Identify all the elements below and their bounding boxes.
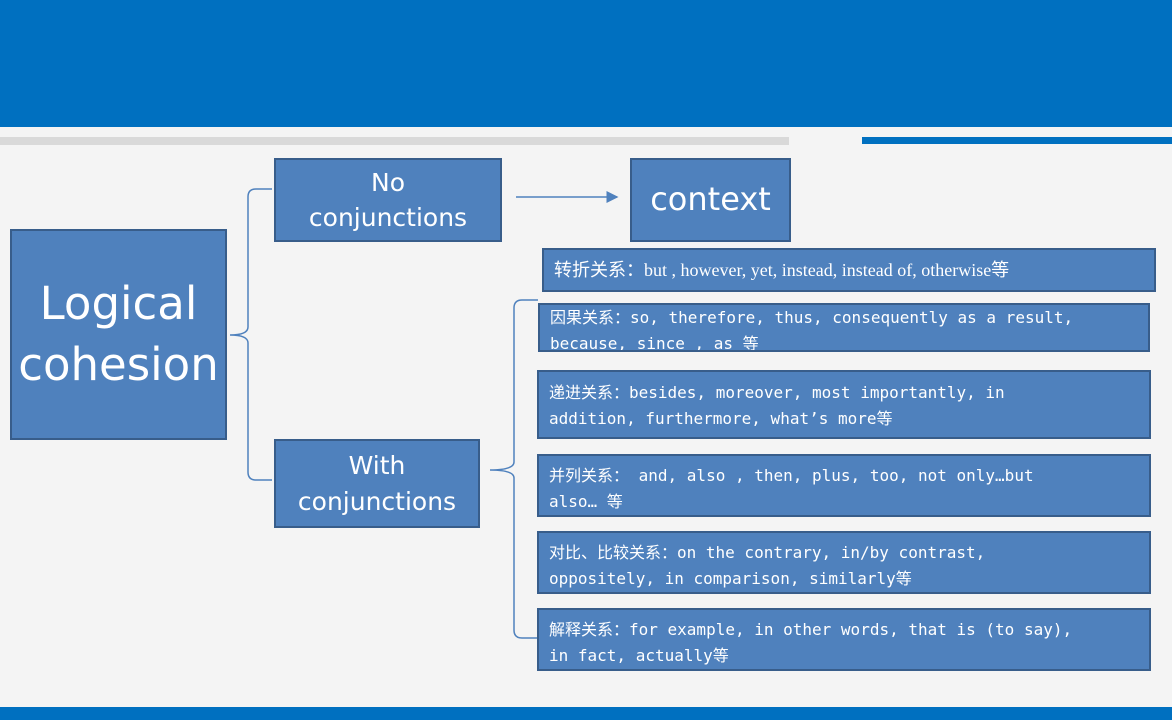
relation-box-progressive: 递进关系：besides, moreover, most importantly…: [537, 370, 1151, 439]
bottom-bar: [0, 707, 1172, 720]
relation-box-contrast: 对比、比较关系：on the contrary, in/by contrast,…: [537, 531, 1151, 594]
relation-text: 递进关系：besides, moreover, most importantly…: [549, 383, 1005, 428]
relation-box-coordinate: 并列关系： and, also , then, plus, too, not o…: [537, 454, 1151, 517]
context-box: context: [630, 158, 791, 242]
relation-text: 因果关系：so, therefore, thus, consequently a…: [550, 308, 1074, 352]
relation-text: 对比、比较关系：on the contrary, in/by contrast,…: [549, 543, 986, 588]
relation-box-adversative: 转折关系：but , however, yet, instead, instea…: [542, 248, 1156, 292]
relation-box-explanation: 解释关系：for example, in other words, that i…: [537, 608, 1151, 671]
with-conjunctions-label: With conjunctions: [297, 451, 457, 516]
top-banner: [0, 0, 1172, 127]
blue-divider: [862, 137, 1172, 144]
grey-divider: [0, 137, 789, 145]
relation-text: 解释关系：for example, in other words, that i…: [549, 620, 1073, 665]
context-label: context: [650, 180, 771, 219]
with-brace: [489, 299, 538, 639]
no-conjunctions-label: No conjunctions: [308, 167, 468, 233]
root-brace: [229, 188, 272, 481]
no-conjunctions-box: No conjunctions: [274, 158, 502, 242]
relation-box-causal: 因果关系：so, therefore, thus, consequently a…: [538, 303, 1150, 352]
with-conjunctions-box: With conjunctions: [274, 439, 480, 528]
logical-cohesion-label: Logical cohesion: [18, 276, 219, 391]
relation-text: 并列关系： and, also , then, plus, too, not o…: [549, 466, 1034, 511]
relation-text: 转折关系：but , however, yet, instead, instea…: [554, 260, 1010, 280]
logical-cohesion-box: Logical cohesion: [10, 229, 227, 440]
